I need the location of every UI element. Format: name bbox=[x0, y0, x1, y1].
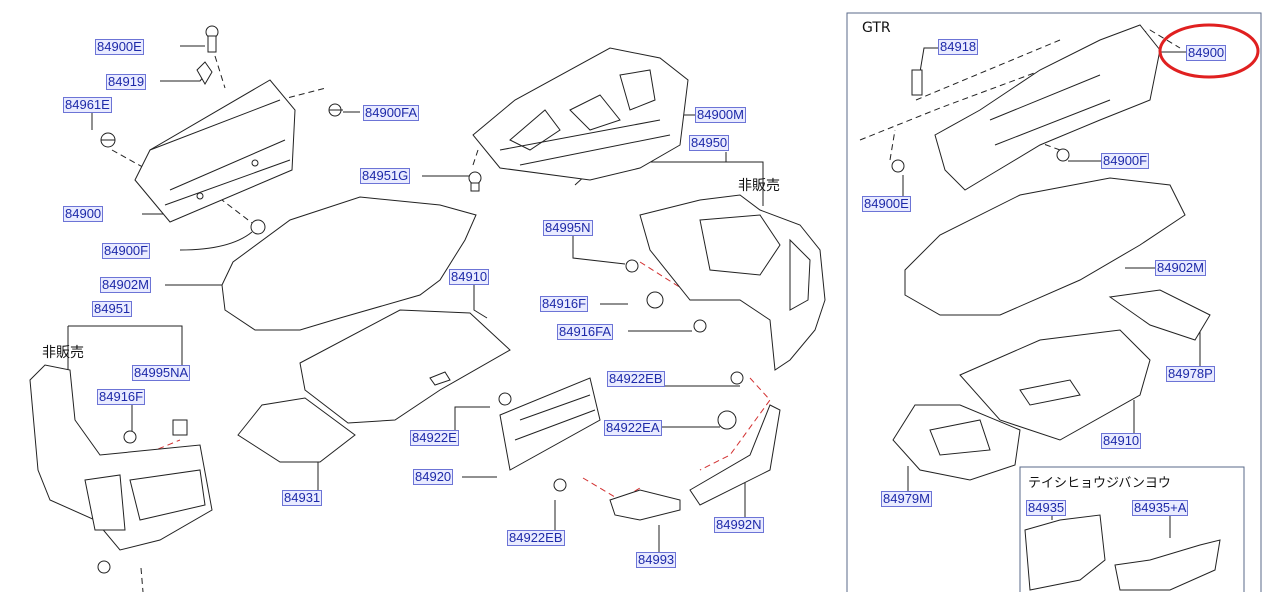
subpanel-title: テイシヒョウジバンヨウ bbox=[1028, 476, 1171, 491]
fasteners-bottom-left bbox=[97, 419, 188, 574]
highlight-oval bbox=[1158, 23, 1260, 79]
part-label-84950[interactable]: 84950 bbox=[689, 135, 730, 151]
gtr-part-84900 bbox=[934, 24, 1161, 191]
part-label-84978p[interactable]: 84978P bbox=[1166, 366, 1215, 382]
fasteners-left bbox=[100, 25, 482, 235]
gtr-board-84910 bbox=[959, 329, 1151, 441]
mat-84931 bbox=[237, 397, 356, 463]
part-label-84900m[interactable]: 84900M bbox=[695, 107, 746, 123]
part-label-84900[interactable]: 84900 bbox=[63, 206, 104, 222]
part-label-84902m[interactable]: 84902M bbox=[1155, 260, 1206, 276]
gtr-fasteners bbox=[891, 69, 1070, 173]
panel-title: GTR bbox=[862, 20, 891, 36]
part-label-84931[interactable]: 84931 bbox=[282, 490, 323, 506]
part-label-84922e[interactable]: 84922E bbox=[410, 430, 459, 446]
part-label-84961e[interactable]: 84961E bbox=[63, 97, 112, 113]
side-finisher-84950 bbox=[639, 194, 826, 371]
side-box-84951 bbox=[29, 364, 213, 551]
part-label-84916fa[interactable]: 84916FA bbox=[557, 324, 614, 340]
part-label-84910[interactable]: 84910 bbox=[1101, 433, 1142, 449]
part-label-84900fa[interactable]: 84900FA bbox=[363, 105, 420, 121]
not-for-sale-note: 非販売 bbox=[42, 345, 84, 361]
part-label-84935-a[interactable]: 84935+A bbox=[1132, 500, 1189, 516]
part-label-84916f[interactable]: 84916F bbox=[97, 389, 146, 405]
fasteners-center bbox=[498, 259, 744, 492]
part-label-84979m[interactable]: 84979M bbox=[881, 491, 932, 507]
part-label-84900e[interactable]: 84900E bbox=[862, 196, 911, 212]
gtr-mat-84902m bbox=[904, 177, 1186, 316]
not-for-sale-note: 非販売 bbox=[738, 178, 780, 194]
gtr-part-84979m bbox=[892, 404, 1021, 481]
trunk-mat-84902m bbox=[221, 196, 477, 331]
part-label-84992n[interactable]: 84992N bbox=[714, 517, 764, 533]
part-label-84993[interactable]: 84993 bbox=[636, 552, 677, 568]
part-label-84900-highlighted[interactable]: 84900 bbox=[1186, 45, 1227, 61]
plate-84920 bbox=[499, 377, 601, 471]
part-label-84919[interactable]: 84919 bbox=[106, 74, 147, 90]
part-label-84995n[interactable]: 84995N bbox=[543, 220, 593, 236]
part-label-84995na[interactable]: 84995NA bbox=[132, 365, 191, 381]
gtr-part-84978p bbox=[1108, 289, 1211, 341]
part-label-84951[interactable]: 84951 bbox=[92, 301, 133, 317]
sub-part-84935-a bbox=[1114, 539, 1221, 591]
part-label-84910[interactable]: 84910 bbox=[449, 269, 490, 285]
part-label-84900e[interactable]: 84900E bbox=[95, 39, 144, 55]
part-label-84902m[interactable]: 84902M bbox=[100, 277, 151, 293]
part-84993 bbox=[609, 489, 681, 521]
subpanel-frame bbox=[1019, 466, 1245, 592]
part-label-84900f[interactable]: 84900F bbox=[1101, 153, 1150, 169]
lid-finisher-84900m bbox=[472, 47, 689, 181]
part-label-84922eb[interactable]: 84922EB bbox=[607, 371, 665, 387]
part-label-84900f[interactable]: 84900F bbox=[102, 243, 151, 259]
trunk-board-84910 bbox=[299, 309, 511, 424]
part-label-84920[interactable]: 84920 bbox=[413, 469, 454, 485]
part-label-84922eb[interactable]: 84922EB bbox=[507, 530, 565, 546]
part-label-84918[interactable]: 84918 bbox=[938, 39, 979, 55]
part-label-84935[interactable]: 84935 bbox=[1026, 500, 1067, 516]
part-label-84922ea[interactable]: 84922EA bbox=[604, 420, 662, 436]
part-label-84951g[interactable]: 84951G bbox=[360, 168, 411, 184]
gtr-panel-frame bbox=[846, 12, 1262, 592]
part-84992n bbox=[689, 404, 781, 506]
leader-lines bbox=[67, 45, 1201, 553]
sub-part-84935 bbox=[1024, 514, 1106, 591]
part-label-84916f[interactable]: 84916F bbox=[540, 296, 589, 312]
part-84900-left-trim bbox=[134, 79, 296, 223]
